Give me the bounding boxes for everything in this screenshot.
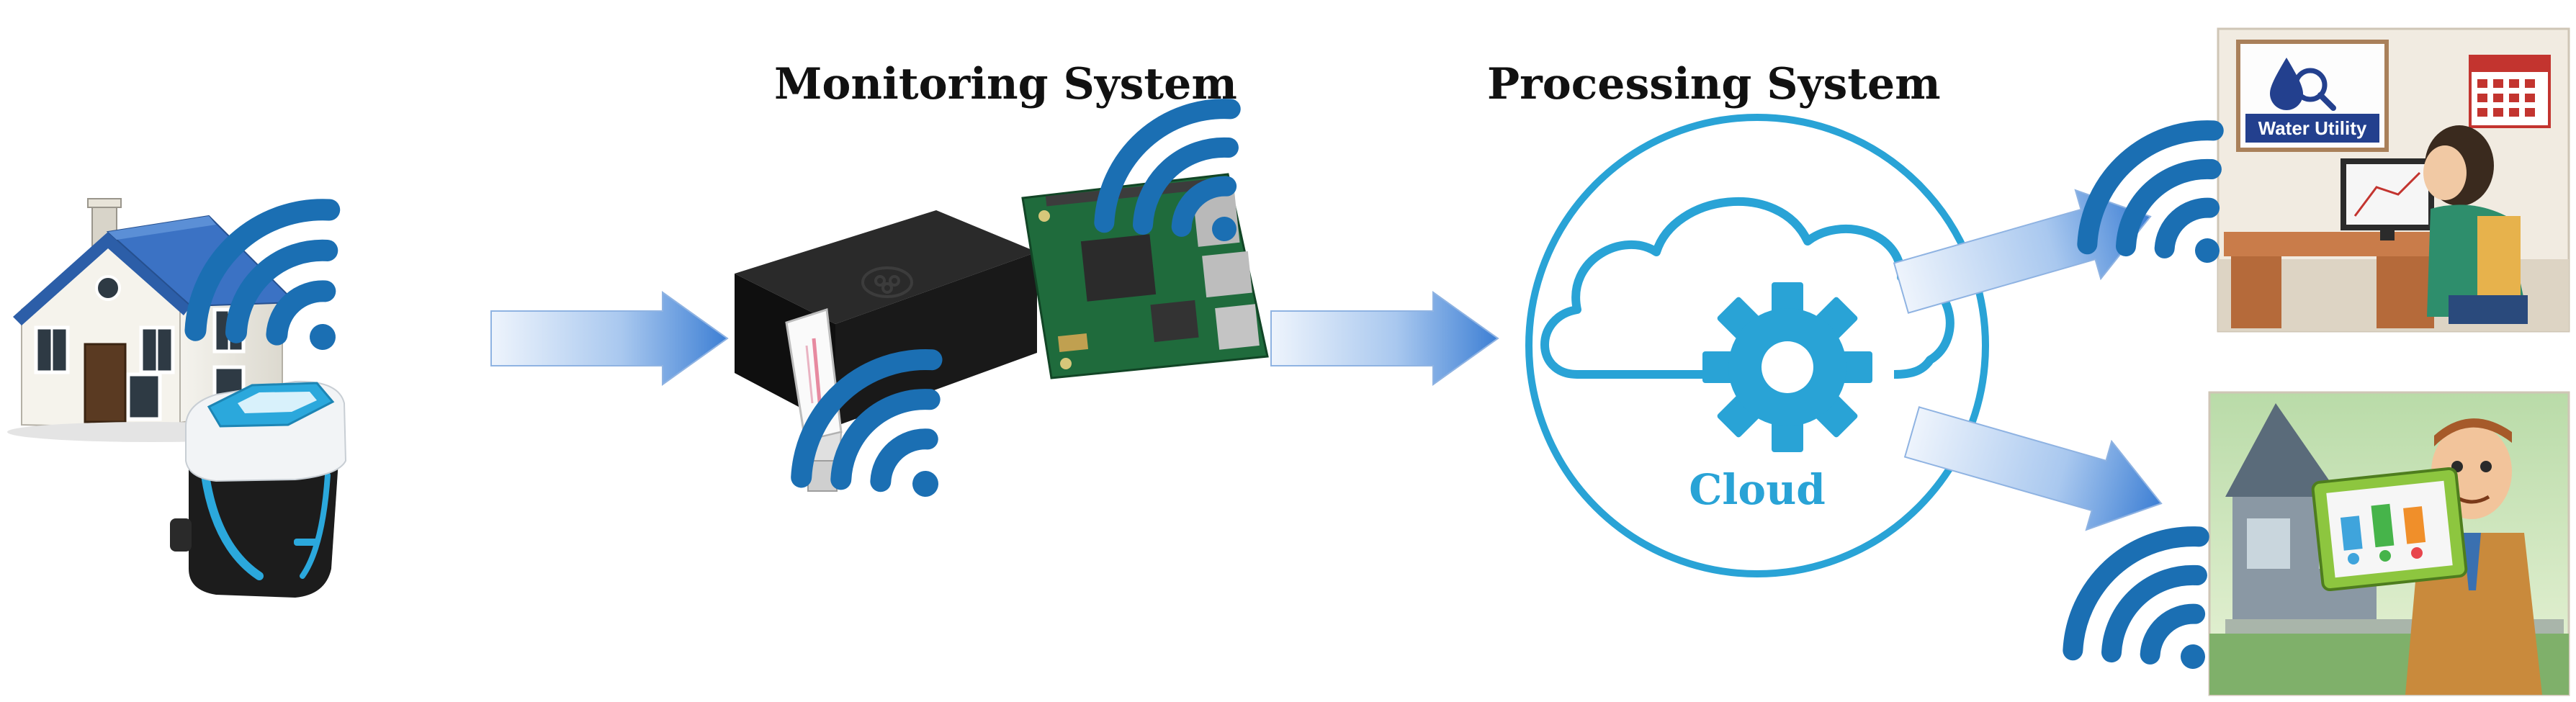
arrow-monitoring-to-cloud bbox=[1270, 291, 1499, 386]
wifi-icon bbox=[2077, 120, 2224, 263]
cloud-label: Cloud bbox=[1689, 465, 1826, 514]
wifi-icon bbox=[2063, 526, 2209, 669]
house-icon bbox=[7, 198, 297, 442]
wifi-icon bbox=[1094, 99, 1241, 241]
arrow-cloud-to-consumer bbox=[1903, 406, 2163, 531]
consumer-panel bbox=[2208, 391, 2570, 696]
raspberry-pi-case-icon bbox=[735, 210, 1037, 426]
water-utility-sign: Water Utility bbox=[2258, 117, 2367, 139]
water-meter-icon bbox=[170, 380, 347, 598]
processing-system-title: Processing System bbox=[1487, 59, 1941, 109]
arrow-house-to-monitoring bbox=[490, 291, 729, 386]
wifi-icon bbox=[791, 349, 943, 497]
circuit-board-icon bbox=[1021, 173, 1269, 379]
monitoring-system-title: Monitoring System bbox=[774, 59, 1237, 109]
water-utility-panel bbox=[2217, 27, 2570, 333]
gear-icon bbox=[1702, 282, 1872, 452]
wifi-icon bbox=[184, 199, 341, 350]
